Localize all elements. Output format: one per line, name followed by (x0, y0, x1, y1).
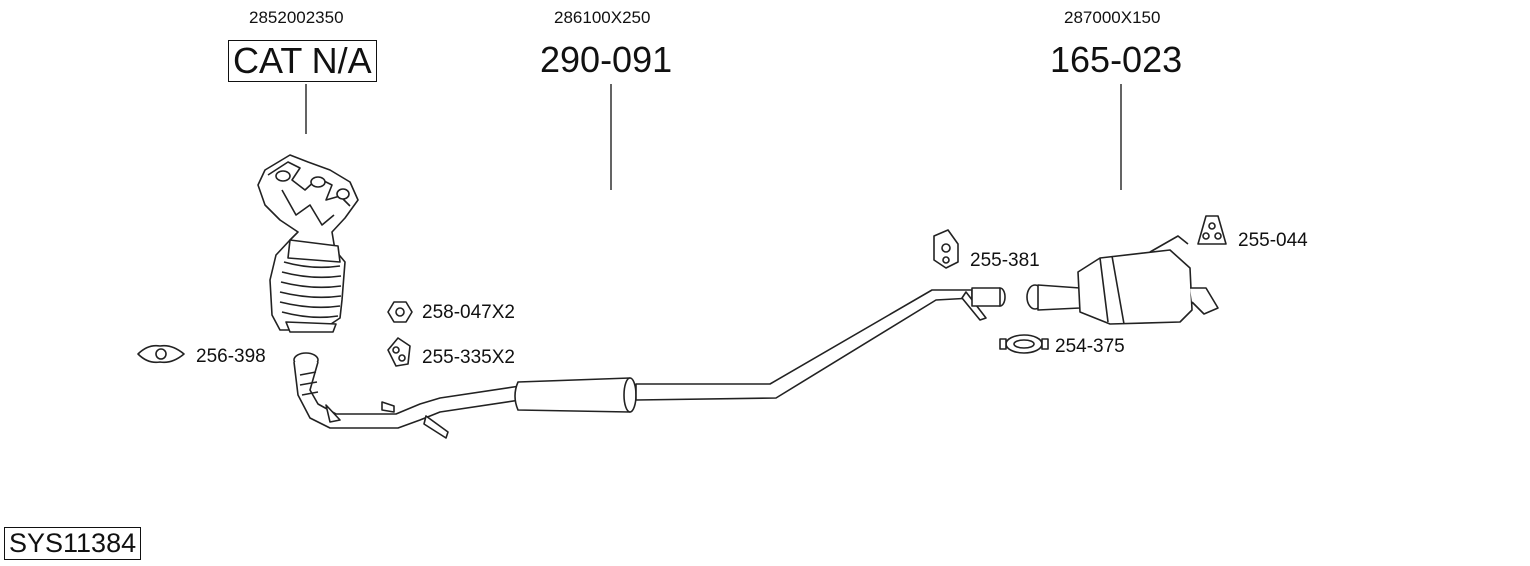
fitting-label-256-398: 256-398 (196, 346, 266, 367)
front-pipe (293, 352, 521, 439)
catalytic-converter-manifold (257, 154, 359, 333)
rubber-strap-icon (1197, 215, 1227, 245)
system-code: SYS11384 (4, 527, 142, 560)
oem-number-rear: 287000X150 (1064, 8, 1161, 27)
nut-icon (387, 301, 413, 323)
part-number-middle: 290-091 (540, 39, 673, 80)
fitting-label-255-044: 255-044 (1238, 230, 1308, 251)
rubber-mount-icon (933, 229, 959, 269)
flange-gasket-icon (137, 344, 185, 364)
fitting-label-254-375: 254-375 (1055, 336, 1125, 357)
fitting-label-255-381: 255-381 (970, 250, 1040, 271)
fitting-label-258-047x2: 258-047X2 (422, 302, 515, 323)
rubber-hanger-icon (387, 337, 411, 367)
pipe-clamp-icon (999, 334, 1049, 354)
oem-number-middle: 286100X250 (554, 8, 651, 27)
rear-silencer (1026, 235, 1219, 325)
part-number-rear: 165-023 (1050, 39, 1183, 80)
middle-silencer (514, 287, 1006, 413)
fitting-label-255-335x2: 255-335X2 (422, 347, 515, 368)
oem-number-cat: 2852002350 (249, 8, 344, 27)
part-number-cat: CAT N/A (228, 40, 377, 82)
